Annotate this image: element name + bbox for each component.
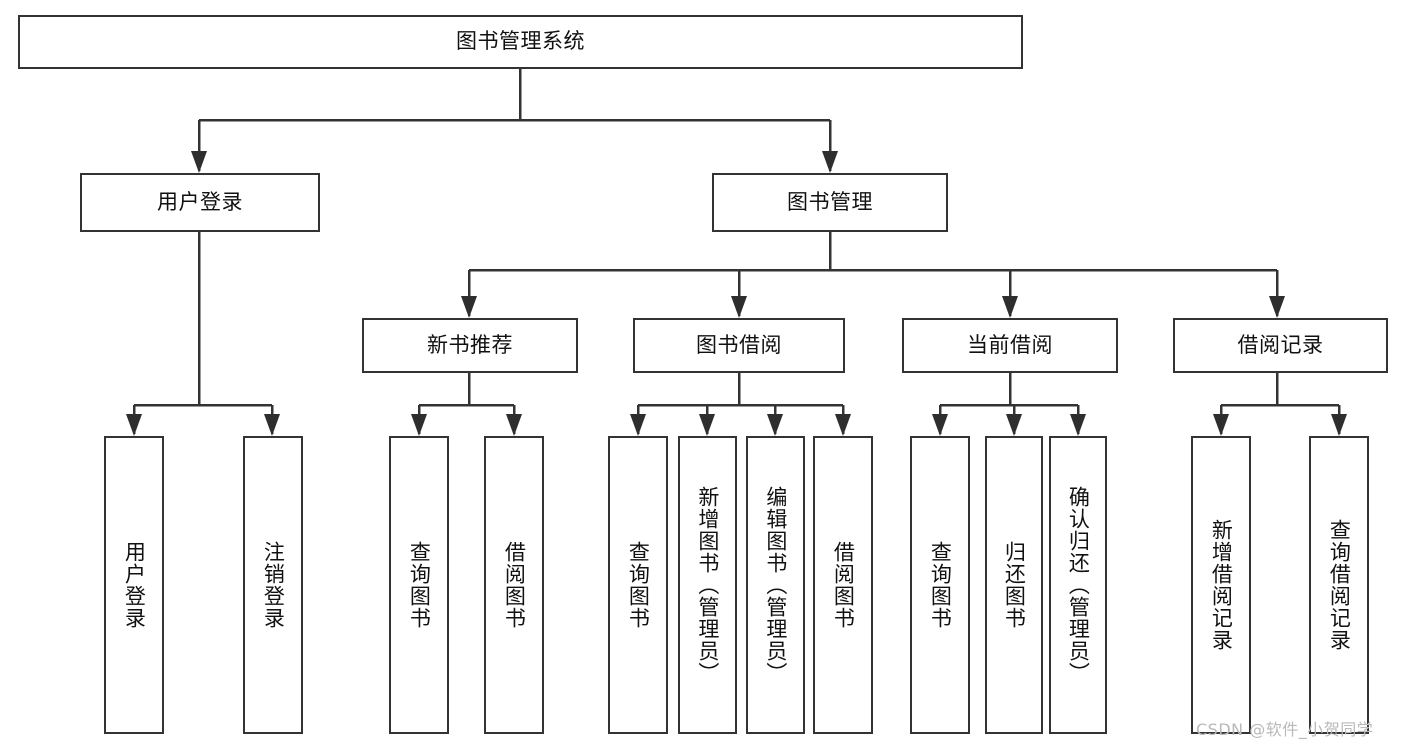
- node-leaf-leaf-borrow-book[interactable]: 借阅图书: [813, 436, 873, 734]
- node-label: 借阅图书: [502, 541, 527, 629]
- edge-user-login-to-leaves-arrowhead-0: [126, 414, 142, 436]
- node-leaf-leaf-logout[interactable]: 注销登录: [243, 436, 303, 734]
- node-label: 图书借阅: [696, 332, 782, 357]
- node-label: 编辑图书（管理员）: [763, 486, 788, 684]
- node-leaf-leaf-query-book-borrow[interactable]: 查询图书: [608, 436, 668, 734]
- node-leaf-leaf-confirm-return-admin[interactable]: 确认归还（管理员）: [1049, 436, 1107, 734]
- node-leaf-leaf-return-book[interactable]: 归还图书: [985, 436, 1043, 734]
- node-root-root[interactable]: 图书管理系统: [18, 15, 1023, 69]
- edge-record-to-leaves-arrowhead-1: [1331, 414, 1347, 436]
- node-leaf-leaf-user-login[interactable]: 用户登录: [104, 436, 164, 734]
- node-label: 查询图书: [626, 541, 651, 629]
- edge-user-login-to-leaves-arrowhead-1: [264, 414, 280, 436]
- node-label: 图书管理系统: [456, 29, 585, 54]
- node-label: 新书推荐: [427, 332, 513, 357]
- node-label: 借阅记录: [1237, 332, 1324, 357]
- node-label: 用户登录: [157, 189, 243, 214]
- edge-book-manage-to-level3-arrowhead-3: [1269, 296, 1285, 318]
- node-leaf-leaf-add-book-admin[interactable]: 新增图书（管理员）: [678, 436, 737, 734]
- edge-current-to-leaves-arrowhead-0: [932, 414, 948, 436]
- edge-recommend-to-leaves-arrowhead-1: [506, 414, 522, 436]
- edge-borrow-to-leaves-arrowhead-0: [630, 414, 646, 436]
- node-label: 查询借阅记录: [1327, 519, 1352, 651]
- node-label: 当前借阅: [967, 332, 1053, 357]
- node-level3-new-book-recommend[interactable]: 新书推荐: [362, 318, 578, 373]
- node-label: 确认归还（管理员）: [1066, 486, 1091, 684]
- edge-current-to-leaves-arrowhead-1: [1006, 414, 1022, 436]
- node-label: 新增借阅记录: [1209, 519, 1234, 651]
- node-label: 用户登录: [122, 541, 147, 629]
- edge-record-to-leaves-arrowhead-0: [1213, 414, 1229, 436]
- edge-book-manage-to-level3-arrowhead-0: [461, 296, 477, 318]
- edge-recommend-to-leaves-arrowhead-0: [411, 414, 427, 436]
- edge-book-manage-to-level3-arrowhead-2: [1002, 296, 1018, 318]
- edge-root-to-level2-arrowhead-1: [822, 151, 838, 173]
- node-label: 查询图书: [407, 541, 432, 629]
- edge-borrow-to-leaves-arrowhead-3: [835, 414, 851, 436]
- node-leaf-leaf-query-borrow-record[interactable]: 查询借阅记录: [1309, 436, 1369, 734]
- edge-borrow-to-leaves-arrowhead-1: [699, 414, 715, 436]
- node-label: 注销登录: [261, 541, 286, 629]
- node-leaf-leaf-add-borrow-record[interactable]: 新增借阅记录: [1191, 436, 1251, 734]
- node-level3-book-borrow[interactable]: 图书借阅: [633, 318, 845, 373]
- node-label: 图书管理: [787, 189, 873, 214]
- node-label: 借阅图书: [831, 541, 856, 629]
- node-leaf-leaf-query-book-current[interactable]: 查询图书: [910, 436, 970, 734]
- node-label: 归还图书: [1002, 541, 1027, 629]
- node-level3-current-borrow[interactable]: 当前借阅: [902, 318, 1118, 373]
- edge-current-to-leaves-arrowhead-2: [1070, 414, 1086, 436]
- node-leaf-leaf-query-book-recommend[interactable]: 查询图书: [389, 436, 449, 734]
- edge-borrow-to-leaves-arrowhead-2: [767, 414, 783, 436]
- node-label: 查询图书: [928, 541, 953, 629]
- node-label: 新增图书（管理员）: [695, 486, 720, 684]
- node-leaf-leaf-borrow-book-recommend[interactable]: 借阅图书: [484, 436, 544, 734]
- node-level3-borrow-record[interactable]: 借阅记录: [1173, 318, 1388, 373]
- node-level2-user-login[interactable]: 用户登录: [80, 173, 320, 232]
- edge-book-manage-to-level3-arrowhead-1: [731, 296, 747, 318]
- node-leaf-leaf-edit-book-admin[interactable]: 编辑图书（管理员）: [746, 436, 805, 734]
- edge-root-to-level2-arrowhead-0: [191, 151, 207, 173]
- node-level2-book-manage[interactable]: 图书管理: [712, 173, 948, 232]
